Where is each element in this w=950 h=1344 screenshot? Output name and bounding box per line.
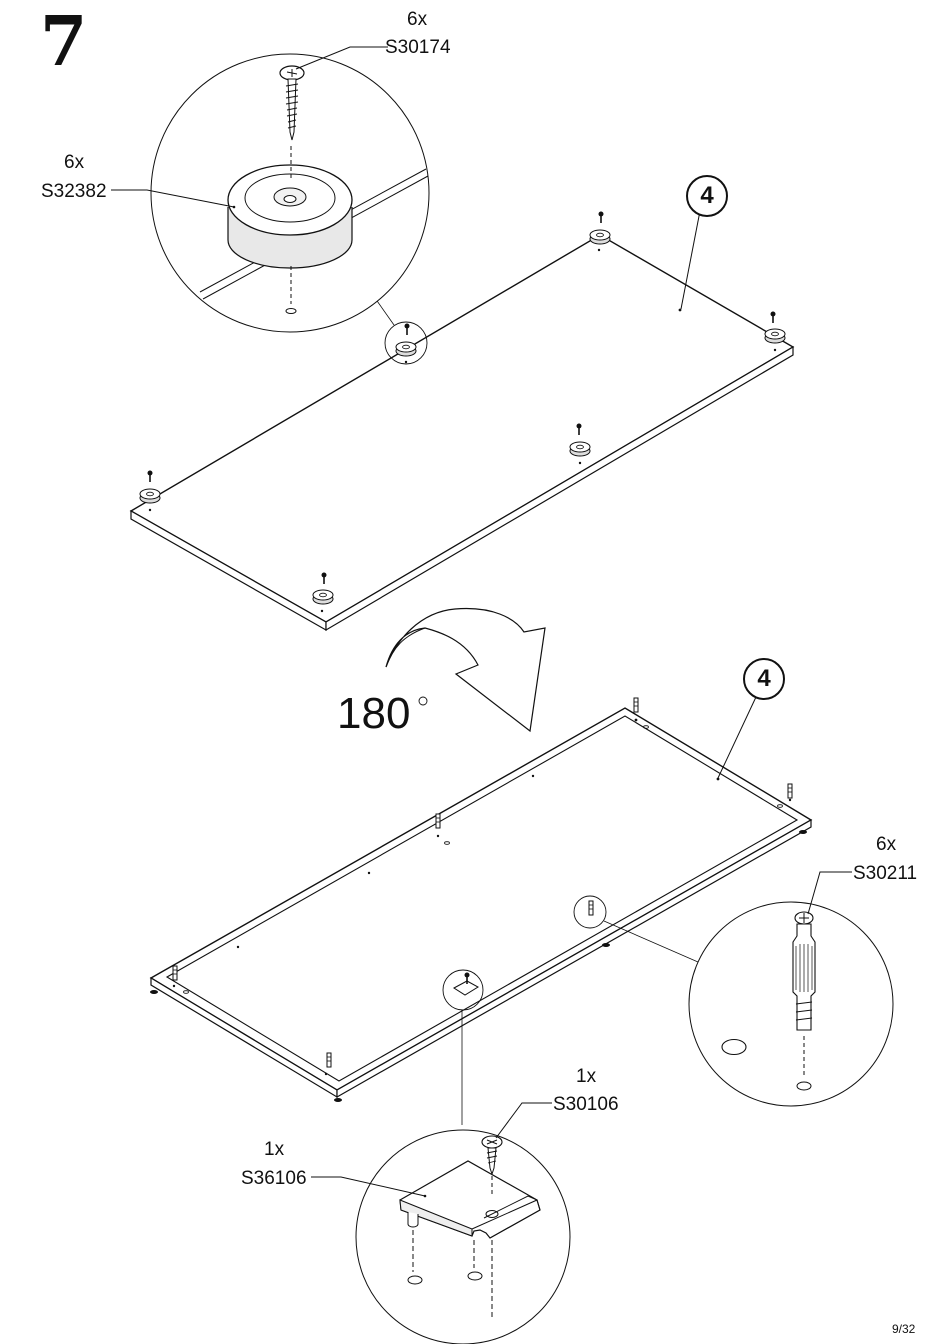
screw-top-code: S30174 — [385, 37, 451, 58]
page-number: 9/32 — [892, 1322, 916, 1336]
detail-bracket — [311, 1102, 571, 1344]
panel-top — [129, 234, 795, 632]
part-id-badge-top: 4 — [686, 175, 728, 217]
panel-bottom — [149, 707, 813, 1102]
bracket-marker — [442, 969, 484, 1011]
rotation-label: 180 — [337, 689, 411, 738]
dowel-code: S30211 — [853, 863, 918, 884]
screw-bracket-qty: 1x — [576, 1066, 597, 1087]
rotation-arrow — [385, 607, 546, 733]
step-number: 7 — [40, 2, 88, 82]
foot-pad-qty: 6x — [64, 152, 85, 173]
detail-foot-pad — [111, 46, 430, 333]
bracket-code: S36106 — [241, 1168, 307, 1189]
bracket-qty: 1x — [264, 1139, 285, 1160]
screw-top-qty: 6x — [407, 9, 428, 30]
dowel-qty: 6x — [876, 834, 897, 855]
detail-dowel — [688, 871, 894, 1107]
part-id-badge-bottom: 4 — [743, 658, 785, 700]
foot-pad-code: S32382 — [41, 181, 107, 202]
screw-bracket-code: S30106 — [553, 1094, 619, 1115]
